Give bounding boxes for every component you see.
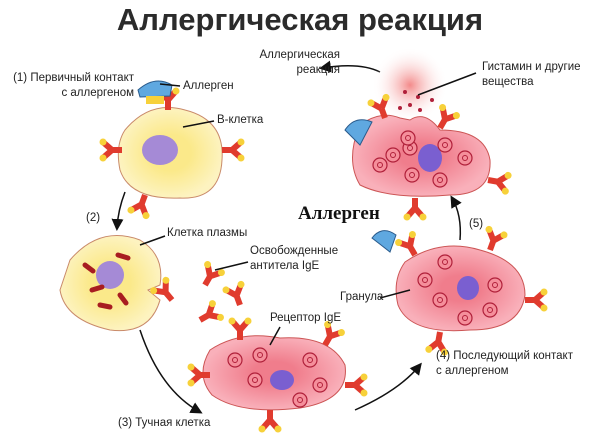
mast-cell-sensitized bbox=[371, 225, 548, 356]
label-step4-line1: (4) Последующий контакт bbox=[436, 350, 573, 362]
arrow-step3 bbox=[139, 329, 203, 414]
arrow-step2 bbox=[111, 191, 126, 231]
label-reaction: Аллергическая реакция bbox=[200, 48, 340, 78]
plasma-cell bbox=[59, 235, 162, 332]
label-step4: (4) Последующий контакт с аллергеном bbox=[436, 349, 573, 379]
label-step1-line2: с аллергеном bbox=[61, 87, 134, 99]
label-ige-receptor: Рецептор IgE bbox=[270, 312, 342, 324]
label-histamine: Гистамин и другие вещества bbox=[482, 60, 581, 90]
leader-lines bbox=[139, 72, 477, 346]
label-step1: (1) Первичный контакт с аллергеном bbox=[0, 71, 134, 101]
label-step5: (5) bbox=[469, 218, 484, 230]
label-histamine-line2: вещества bbox=[482, 76, 534, 88]
label-step3: (3) Тучная клетка bbox=[118, 417, 211, 429]
arrow-step5 bbox=[450, 195, 462, 241]
mast-cell-initial bbox=[188, 318, 368, 433]
b-cell bbox=[100, 80, 245, 220]
mast-cell-degranulating bbox=[344, 47, 512, 221]
label-free-ige-line2: антитела IgE bbox=[250, 260, 320, 272]
label-allergen: Аллерген bbox=[183, 80, 234, 92]
label-step4-line2: с аллергеном bbox=[436, 365, 509, 377]
allergen-icon bbox=[137, 80, 173, 98]
label-allergen-overlay: Аллерген bbox=[298, 203, 380, 224]
label-step2: (2) bbox=[86, 212, 101, 224]
label-free-ige-line1: Освобожденные bbox=[250, 245, 339, 257]
label-reaction-line1: Аллергическая bbox=[259, 49, 340, 61]
arrow-step4 bbox=[354, 362, 422, 411]
label-granule: Гранула bbox=[340, 291, 384, 303]
label-b-cell: В-клетка bbox=[217, 114, 264, 126]
label-free-ige: Освобожденные антитела IgE bbox=[250, 244, 338, 274]
free-ige-antibodies bbox=[149, 260, 251, 330]
label-reaction-line2: реакция bbox=[296, 64, 340, 76]
page-title: Аллергическая реакция bbox=[116, 2, 484, 37]
label-step1-line1: (1) Первичный контакт bbox=[13, 72, 134, 84]
label-plasma-cell: Клетка плазмы bbox=[167, 227, 248, 239]
label-histamine-line1: Гистамин и другие bbox=[482, 61, 581, 73]
